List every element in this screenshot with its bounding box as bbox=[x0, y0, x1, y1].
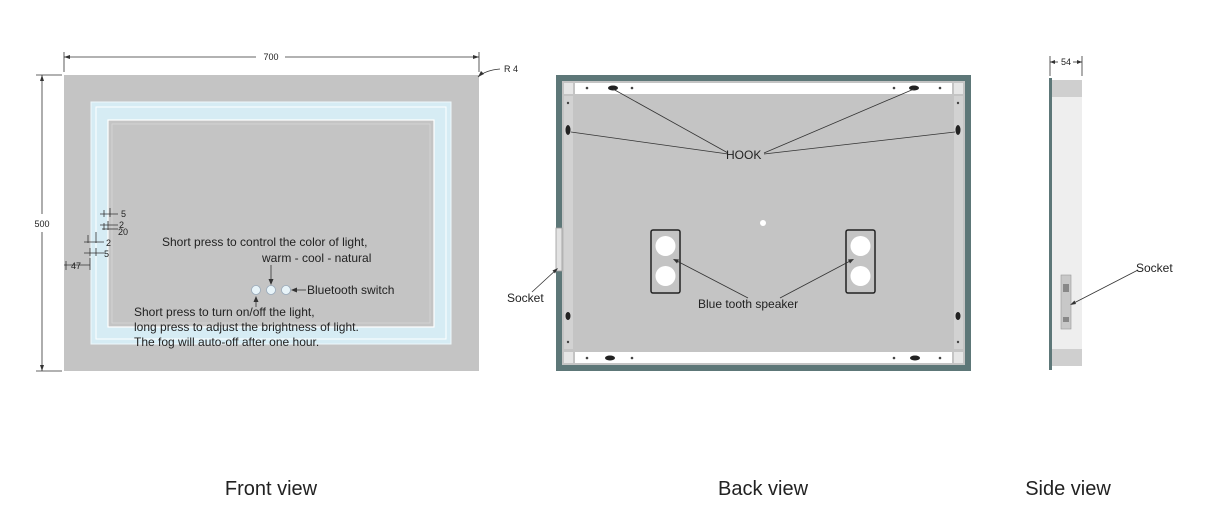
dim-47: 47 bbox=[71, 261, 81, 271]
hook-icon bbox=[910, 355, 920, 361]
side-view: 54 Socket Side view bbox=[1025, 56, 1173, 500]
front-inner-line bbox=[111, 123, 431, 324]
back-bottom-strip bbox=[575, 352, 952, 363]
side-view-caption: Side view bbox=[1025, 478, 1111, 500]
front-inner-glass bbox=[107, 119, 435, 328]
color-touch-icon bbox=[266, 285, 276, 295]
front-view-caption: Front view bbox=[225, 478, 318, 500]
power-touch-icon bbox=[251, 285, 261, 295]
hook-icon bbox=[909, 85, 919, 91]
height-label: 500 bbox=[34, 219, 49, 229]
back-center-dot bbox=[760, 220, 766, 226]
dim-2-top: 2 bbox=[119, 220, 124, 230]
dim-2-bottom: 2 bbox=[106, 238, 111, 248]
side-socket-port bbox=[1063, 284, 1069, 292]
side-socket-label: Socket bbox=[1136, 261, 1173, 275]
hook-leaders bbox=[570, 88, 956, 155]
power-note-line2: long press to adjust the brightness of l… bbox=[134, 320, 359, 334]
hook-label: HOOK bbox=[726, 148, 761, 162]
side-socket bbox=[1060, 274, 1072, 330]
speaker-left bbox=[650, 229, 681, 294]
dim-5-top: 5 bbox=[121, 209, 126, 219]
power-note-line1: Short press to turn on/off the light, bbox=[134, 305, 315, 319]
hook-icon bbox=[605, 355, 615, 361]
dim-5-bottom: 5 bbox=[104, 249, 109, 259]
back-screw-dots bbox=[566, 86, 960, 360]
back-socket-label: Socket bbox=[507, 291, 544, 305]
hook-icon bbox=[565, 125, 571, 135]
back-top-strip bbox=[575, 83, 952, 94]
side-bottom-cap bbox=[1050, 349, 1082, 366]
hook-icon bbox=[565, 312, 571, 320]
hook-icons bbox=[565, 85, 961, 361]
speaker-right bbox=[845, 229, 876, 294]
back-socket-leader bbox=[531, 268, 558, 293]
power-note-line3: The fog will auto-off after one hour. bbox=[134, 335, 319, 349]
speaker-leader-right bbox=[779, 259, 853, 299]
speaker-label: Blue tooth speaker bbox=[698, 297, 798, 311]
edge-dimensions bbox=[64, 208, 118, 270]
hook-icon bbox=[955, 312, 961, 320]
color-note-line1: Short press to control the color of ligh… bbox=[162, 235, 367, 249]
width-label: 700 bbox=[263, 52, 278, 62]
radius-label: R 4 bbox=[504, 64, 518, 74]
bluetooth-note: Bluetooth switch bbox=[307, 283, 394, 297]
side-top-cap bbox=[1050, 80, 1082, 97]
hook-icon bbox=[608, 85, 618, 91]
back-view-caption: Back view bbox=[718, 478, 809, 500]
back-right-strip bbox=[954, 96, 963, 349]
back-view: HOOK Blue tooth speaker Socket Back view bbox=[507, 75, 971, 500]
side-glass-edge bbox=[1049, 78, 1052, 370]
color-note-line2: warm - cool - natural bbox=[261, 251, 371, 265]
back-left-strip bbox=[564, 96, 573, 349]
dim-20: 20 bbox=[118, 227, 128, 237]
side-socket-leader bbox=[1071, 269, 1139, 305]
hook-icon bbox=[955, 125, 961, 135]
speaker-leader-left bbox=[674, 259, 749, 299]
bluetooth-touch-icon bbox=[281, 285, 291, 295]
back-socket bbox=[555, 227, 563, 272]
depth-label: 54 bbox=[1061, 57, 1071, 67]
front-view: 700 R 4 500 bbox=[34, 52, 518, 500]
side-socket-switch bbox=[1063, 317, 1069, 322]
front-led-frame-line bbox=[95, 106, 447, 340]
